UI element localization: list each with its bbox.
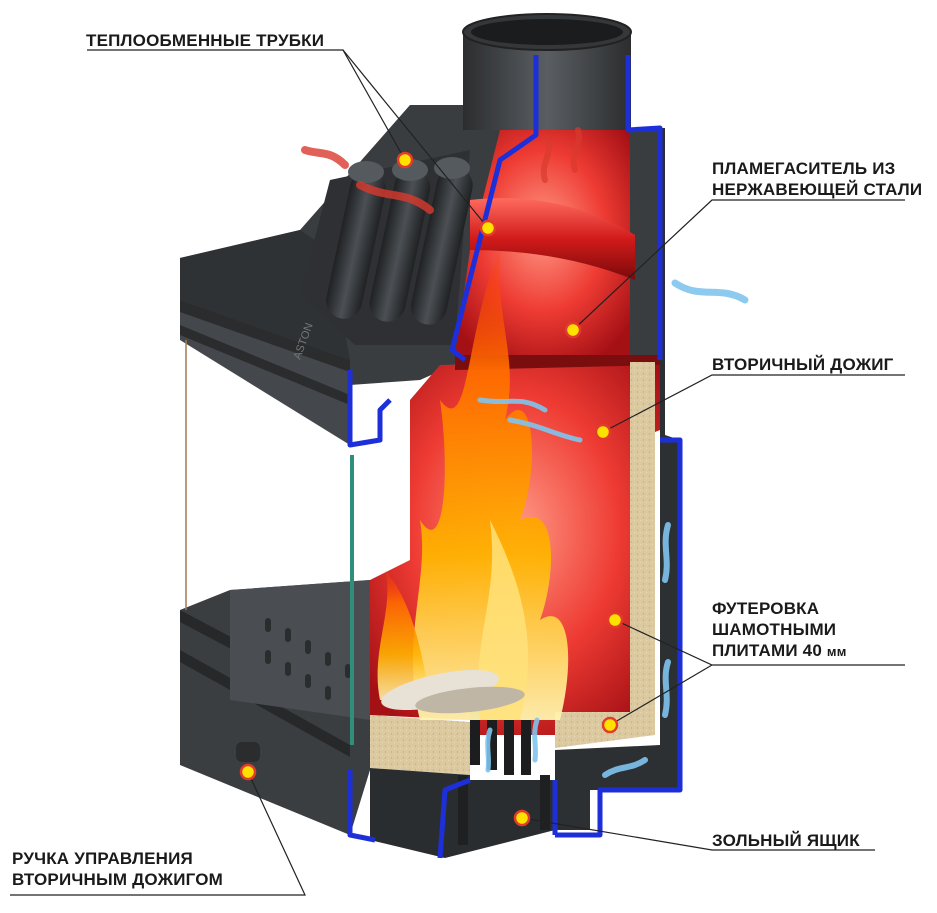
- air-flows: [301, 127, 749, 778]
- flame-damper: [470, 198, 635, 280]
- label-chamotte-lining: ФУТЕРОВКА ШАМОТНЫМИ ПЛИТАМИ 40 мм: [712, 599, 847, 660]
- marker-handle: [239, 763, 257, 781]
- marker-damper: [564, 321, 582, 339]
- lower-body: [180, 580, 555, 858]
- outer-casing-right: [555, 128, 680, 830]
- marker-ash-box: [513, 809, 531, 827]
- marker-heat-tubes-2: [479, 219, 497, 237]
- label-ash-box: ЗОЛЬНЫЙ ЯЩИК: [712, 831, 860, 850]
- callout-markers: [239, 151, 624, 827]
- chamotte-lining: [370, 362, 655, 775]
- marker-afterburn: [594, 423, 612, 441]
- label-heat-exchange-tubes: ТЕПЛООБМЕННЫЕ ТРУБКИ: [86, 31, 325, 50]
- fire: [377, 250, 569, 720]
- label-afterburn-handle: РУЧКА УПРАВЛЕНИЯ ВТОРИЧНЫМ ДОЖИГОМ: [12, 849, 224, 889]
- leader-lines: [10, 49, 905, 896]
- handle-knob: [236, 742, 260, 762]
- flue-pipe: [462, 13, 632, 130]
- marker-lining: [606, 611, 624, 629]
- section-outline: [347, 55, 683, 859]
- label-flame-damper: ПЛАМЕГАСИТЕЛЬ ИЗ НЕРЖАВЕЮЩЕЙ СТАЛИ: [712, 159, 923, 199]
- marker-lining-2: [601, 716, 619, 734]
- heat-exchange-tubes: [300, 150, 473, 345]
- label-secondary-afterburn: ВТОРИЧНЫЙ ДОЖИГ: [712, 355, 894, 374]
- marker-heat-tubes: [396, 151, 414, 169]
